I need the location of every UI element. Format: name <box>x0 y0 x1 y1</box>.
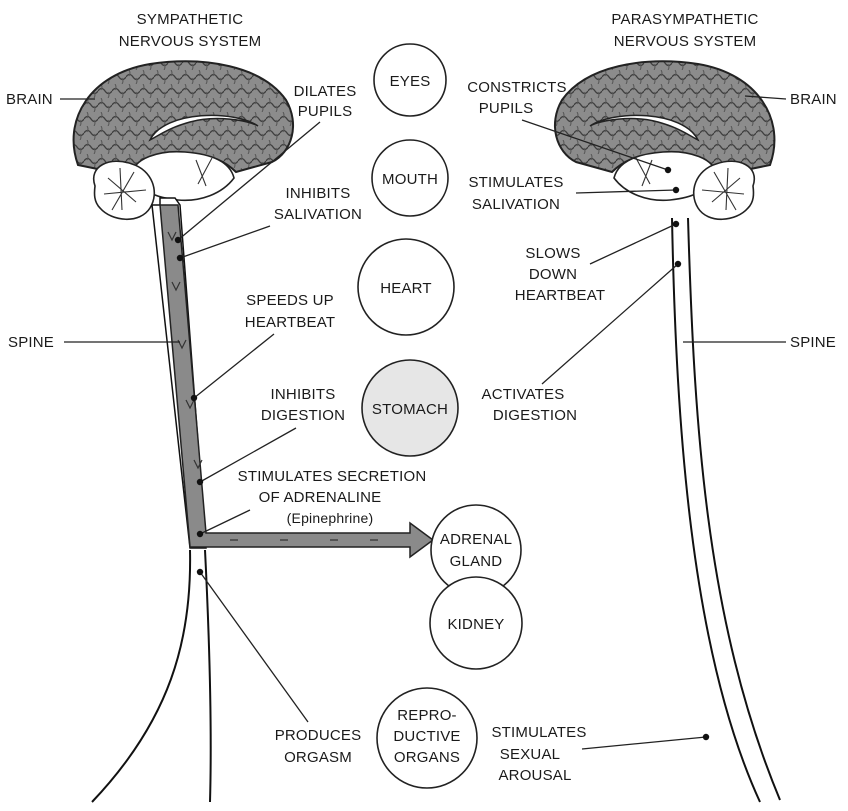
parasympathetic-effect-stomach: ACTIVATES DIGESTION <box>482 261 682 424</box>
parasympathetic-spine-label: SPINE <box>683 334 836 351</box>
para-stomach-line1: ACTIVATES <box>482 386 565 403</box>
organ-mouth: MOUTH <box>372 140 448 216</box>
organ-eyes-label: EYES <box>390 73 431 90</box>
parasympathetic-brain-text: BRAIN <box>790 91 837 108</box>
organ-mouth-label: MOUTH <box>382 171 438 188</box>
organ-reproductive-label-line1: REPRO- <box>397 707 457 724</box>
organ-stomach: STOMACH <box>362 360 458 456</box>
organ-reproductive-label-line2: DUCTIVE <box>393 728 460 745</box>
sym-mouth-line2: SALIVATION <box>274 206 362 223</box>
sym-stomach-line2: DIGESTION <box>261 407 345 424</box>
sym-heart-line2: HEARTBEAT <box>245 314 335 331</box>
sym-eyes-line2: PUPILS <box>298 103 353 120</box>
organ-stomach-label: STOMACH <box>372 401 448 418</box>
para-eyes-line1: CONSTRICTS <box>467 79 567 96</box>
sympathetic-title-line1: SYMPATHETIC <box>137 11 244 28</box>
sym-stomach-line1: INHIBITS <box>271 386 336 403</box>
sympathetic-effect-heart: SPEEDS UP HEARTBEAT <box>191 292 335 401</box>
organ-heart: HEART <box>358 239 454 335</box>
sym-mouth-line1: INHIBITS <box>286 185 351 202</box>
parasympathetic-title: PARASYMPATHETIC NERVOUS SYSTEM <box>611 11 758 50</box>
sym-adrenal-line1: STIMULATES SECRETION <box>238 468 427 485</box>
para-heart-line1: SLOWS <box>525 245 580 262</box>
para-stomach-line2: DIGESTION <box>493 407 577 424</box>
sympathetic-title-line2: NERVOUS SYSTEM <box>119 33 262 50</box>
sym-eyes-line1: DILATES <box>294 83 357 100</box>
sym-adrenal-line3: (Epinephrine) <box>287 510 374 526</box>
para-heart-line3: HEARTBEAT <box>515 287 605 304</box>
sym-organs-line2: ORGASM <box>284 749 352 766</box>
sympathetic-brain-label: BRAIN <box>6 91 95 108</box>
para-organs-line2: SEXUAL <box>500 746 560 763</box>
organ-adrenal-label-line2: GLAND <box>450 553 503 570</box>
sym-heart-line1: SPEEDS UP <box>246 292 334 309</box>
organ-kidney: KIDNEY <box>430 577 522 669</box>
parasympathetic-title-line1: PARASYMPATHETIC <box>611 11 758 28</box>
sympathetic-spine-text: SPINE <box>8 334 54 351</box>
parasympathetic-effect-organs: STIMULATES SEXUAL AROUSAL <box>491 724 709 784</box>
parasympathetic-spine <box>672 218 780 802</box>
sympathetic-title: SYMPATHETIC NERVOUS SYSTEM <box>119 11 262 50</box>
para-mouth-line1: STIMULATES <box>468 174 563 191</box>
organ-reproductive: REPRO- DUCTIVE ORGANS <box>377 688 477 788</box>
parasympathetic-title-line2: NERVOUS SYSTEM <box>614 33 757 50</box>
sympathetic-spine-label: SPINE <box>8 334 180 351</box>
sym-adrenal-line2: OF ADRENALINE <box>259 489 382 506</box>
sym-organs-line1: PRODUCES <box>275 727 362 744</box>
organ-adrenal-label-line1: ADRENAL <box>440 531 512 548</box>
para-heart-line2: DOWN <box>529 266 577 283</box>
organ-heart-label: HEART <box>380 280 432 297</box>
organ-kidney-label: KIDNEY <box>447 616 504 633</box>
sympathetic-effect-organs: PRODUCES ORGASM <box>197 569 362 766</box>
sympathetic-brain <box>74 61 293 219</box>
parasympathetic-spine-text: SPINE <box>790 334 836 351</box>
para-eyes-line2: PUPILS <box>479 100 534 117</box>
sympathetic-brain-text: BRAIN <box>6 91 53 108</box>
para-organs-line1: STIMULATES <box>491 724 586 741</box>
parasympathetic-effect-heart: SLOWS DOWN HEARTBEAT <box>515 221 679 304</box>
para-organs-line3: AROUSAL <box>498 767 571 784</box>
organ-eyes: EYES <box>374 44 446 116</box>
parasympathetic-brain <box>555 61 774 219</box>
organ-reproductive-label-line3: ORGANS <box>394 749 460 766</box>
para-mouth-line2: SALIVATION <box>472 196 560 213</box>
sympathetic-effect-adrenal: STIMULATES SECRETION OF ADRENALINE (Epin… <box>197 468 427 537</box>
